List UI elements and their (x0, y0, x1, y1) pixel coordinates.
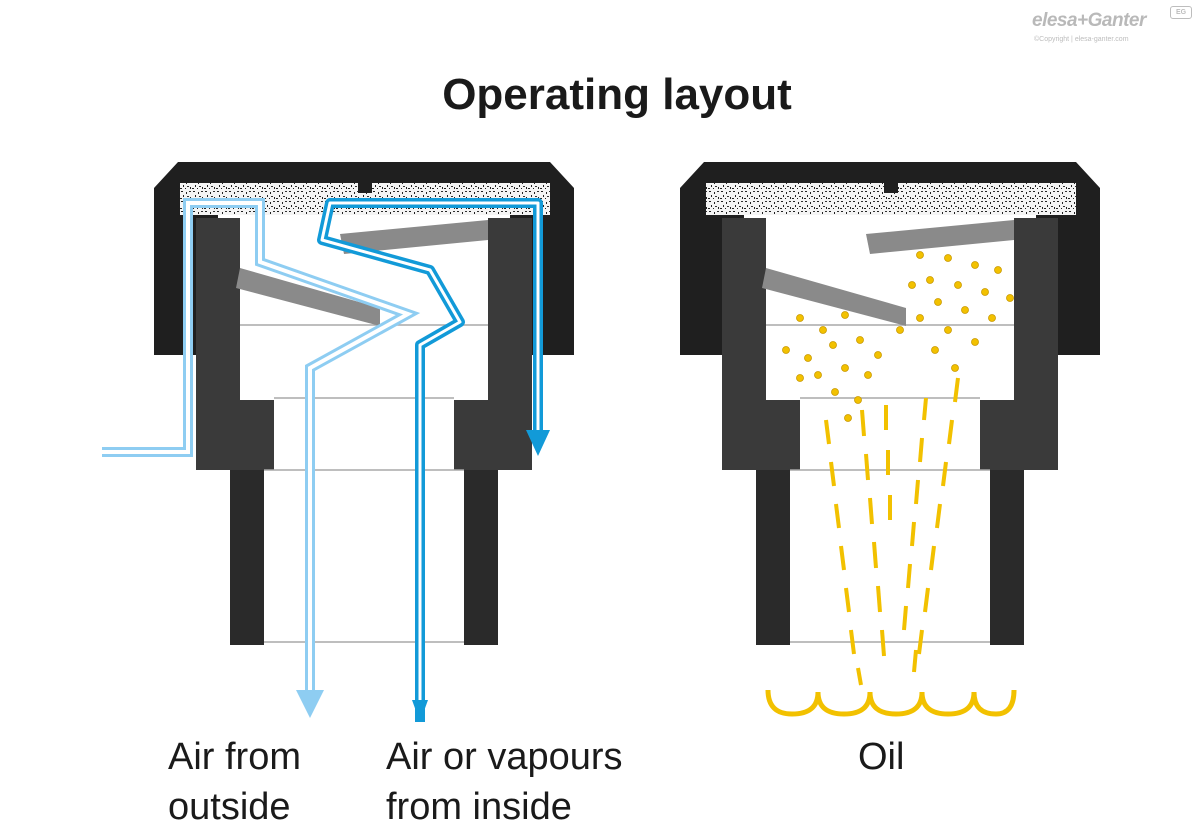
caption-air-from-outside: Air from outside (168, 732, 301, 832)
caption-air-vapours-inside: Air or vapours from inside (386, 732, 623, 832)
logo-brand-text: elesa+Ganter (1032, 10, 1146, 31)
logo-badge: EG (1170, 6, 1192, 19)
brand-logo: elesa+Ganter EG ©Copyright | elesa-gante… (1030, 4, 1200, 44)
logo-copyright-text: ©Copyright | elesa-ganter.com (1034, 36, 1129, 43)
breather-left (102, 162, 574, 722)
caption-oil: Oil (858, 736, 905, 778)
caption-air-from-outside-line1: Air from (168, 736, 301, 778)
caption-air-vapours-inside-line2: from inside (386, 786, 572, 828)
oil-droplets (782, 251, 1014, 422)
caption-air-from-outside-line2: outside (168, 786, 291, 828)
caption-air-vapours-inside-line1: Air or vapours (386, 736, 623, 778)
breather-right (680, 162, 1100, 717)
oil-pool (765, 689, 1017, 717)
diagram-title: Operating layout (442, 70, 792, 119)
oil-streaks (824, 377, 960, 686)
